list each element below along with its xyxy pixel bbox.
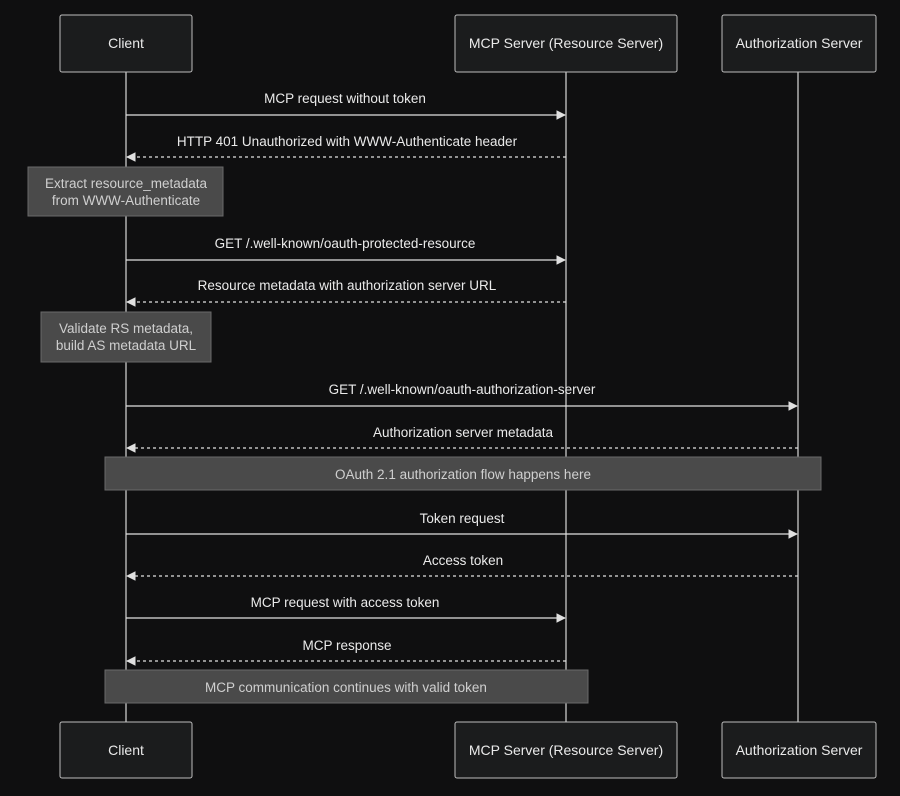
message-authorization-server-metadata: Authorization server metadata	[126, 425, 798, 453]
message-token-request: Token request	[126, 511, 798, 539]
message-label: MCP request with access token	[251, 595, 440, 610]
actor-label: Client	[108, 742, 144, 758]
actor-bottom-auth: Authorization Server	[721, 721, 877, 779]
actor-label: Client	[108, 35, 144, 51]
message-label: MCP request without token	[264, 91, 426, 106]
message-mcp-request-with-access-token: MCP request with access token	[126, 595, 566, 623]
message-label: GET /.well-known/oauth-protected-resourc…	[215, 236, 476, 251]
message-get-protected-resource: GET /.well-known/oauth-protected-resourc…	[126, 236, 566, 265]
actor-bottom-client: Client	[59, 721, 193, 779]
actor-top-mcp: MCP Server (Resource Server)	[454, 14, 678, 73]
note-mcp-communication-continues: MCP communication continues with valid t…	[104, 669, 589, 704]
note-validate-rs-metadata: Validate RS metadata, build AS metadata …	[40, 311, 212, 363]
actor-label: Authorization Server	[736, 35, 863, 51]
actor-label: MCP Server (Resource Server)	[469, 742, 663, 758]
message-label: Access token	[423, 553, 503, 568]
note-extract-resource-metadata: Extract resource_metadata from WWW-Authe…	[27, 166, 224, 217]
note-line: MCP communication continues with valid t…	[205, 680, 487, 695]
message-label: MCP response	[302, 638, 391, 653]
message-label: Authorization server metadata	[373, 425, 554, 440]
note-line: Validate RS metadata,	[59, 321, 193, 336]
message-http-401: HTTP 401 Unauthorized with WWW-Authentic…	[126, 134, 566, 162]
message-label: Resource metadata with authorization ser…	[198, 278, 497, 293]
message-label: Token request	[420, 511, 505, 526]
message-mcp-response: MCP response	[126, 638, 566, 666]
actor-top-auth: Authorization Server	[721, 14, 877, 73]
message-label: HTTP 401 Unauthorized with WWW-Authentic…	[177, 134, 518, 149]
message-access-token: Access token	[126, 553, 798, 581]
actor-top-client: Client	[59, 14, 193, 73]
note-line: OAuth 2.1 authorization flow happens her…	[335, 467, 591, 482]
actor-bottom-mcp: MCP Server (Resource Server)	[454, 721, 678, 779]
note-line: from WWW-Authenticate	[52, 193, 200, 208]
message-mcp-request-without-token: MCP request without token	[126, 91, 566, 120]
note-line: build AS metadata URL	[56, 338, 197, 353]
actor-label: MCP Server (Resource Server)	[469, 35, 663, 51]
actor-label: Authorization Server	[736, 742, 863, 758]
message-get-authorization-server: GET /.well-known/oauth-authorization-ser…	[126, 382, 798, 411]
note-line: Extract resource_metadata	[45, 176, 208, 191]
message-label: GET /.well-known/oauth-authorization-ser…	[329, 382, 596, 397]
message-resource-metadata: Resource metadata with authorization ser…	[126, 278, 566, 307]
note-oauth-flow: OAuth 2.1 authorization flow happens her…	[104, 456, 822, 491]
